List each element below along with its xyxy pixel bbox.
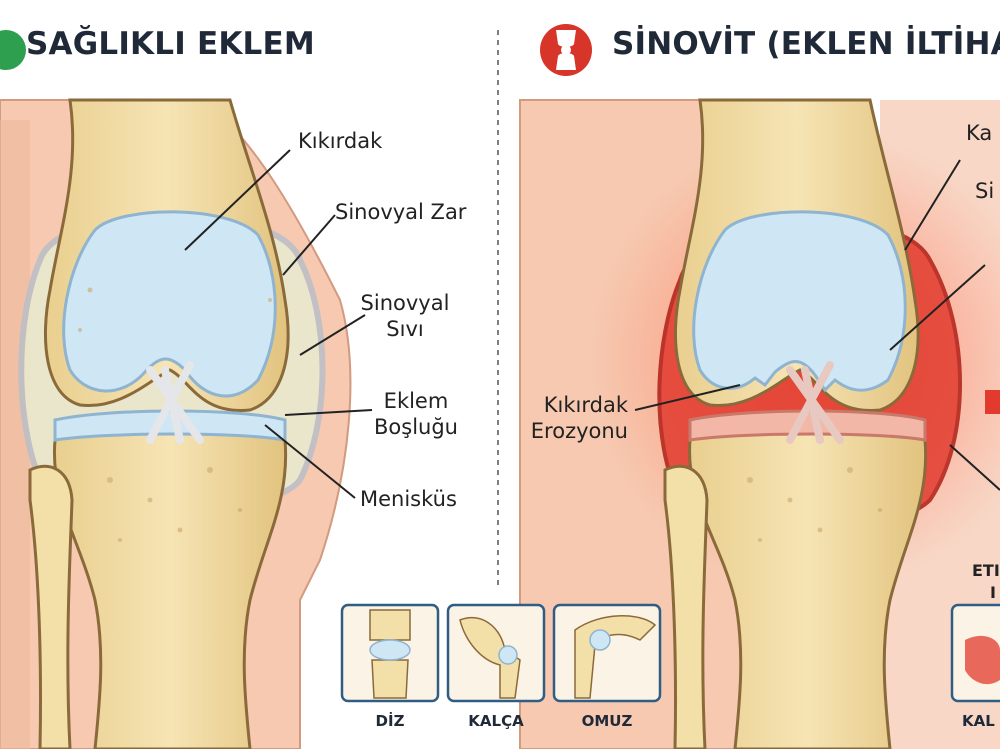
thumbnail-strip [340,603,1000,703]
synovitis-femur-cartilage-eroded [692,210,907,393]
healthy-fibula [28,464,74,749]
partial-red-marker [985,390,1000,414]
healthy-panel [0,98,373,749]
label-cartilage: Kıkırdak [298,129,383,153]
label-synovial-fluid: Sinovyal Sıvı [360,290,450,342]
thumbnail-label-shoulder: OMUZ [581,712,633,730]
synovitis-bone-texture [747,467,882,542]
healthy-femur-cartilage [62,210,277,398]
thumbnail-label-partial: KAL [962,712,995,730]
label-meniscus: Menisküs [360,487,457,511]
synovitis-meniscus [688,409,927,442]
label-joint-space-line2: Boşluğu [374,415,458,439]
inflamed-joint-icon [540,24,592,76]
healthy-check-icon [0,30,26,70]
label-partial-top: Ka [966,121,993,145]
thumbnail-label-hip: KALÇA [468,712,524,730]
healthy-skin-shade [0,120,30,749]
label-joint-space: Eklem Boşluğu [368,388,464,440]
label-synovial-fluid-line1: Sinovyal [360,291,450,315]
synovitis-leader-lines [634,159,1000,491]
healthy-leader-lines [184,149,373,499]
healthy-cruciate-ligament [146,361,204,444]
synovitis-fibula [663,464,709,749]
synovitis-cruciate-ligament [786,361,844,444]
thumbnail-label-knee: DİZ [375,712,405,730]
label-cartilage-erosion: Kıkırdak Erozyonu [512,392,628,444]
synovitis-title: SİNOVİT (EKLEN İLTİHA [612,26,1000,62]
label-joint-space-line1: Eklem [383,389,449,413]
healthy-title: SAĞLIKLI EKLEM [26,26,315,62]
label-partial-second: Si [975,179,995,203]
label-cartilage-erosion-line1: Kıkırdak [543,393,628,417]
synovitis-panel [519,98,1000,749]
label-synovial-fluid-line2: Sıvı [386,317,424,341]
label-cartilage-erosion-line2: Erozyonu [530,419,628,443]
label-partial-affected-2: I [990,583,996,602]
label-synovial-membrane: Sinovyal Zar [335,200,467,224]
healthy-bone-texture [78,287,272,542]
label-partial-affected-1: ETI [972,561,1000,580]
